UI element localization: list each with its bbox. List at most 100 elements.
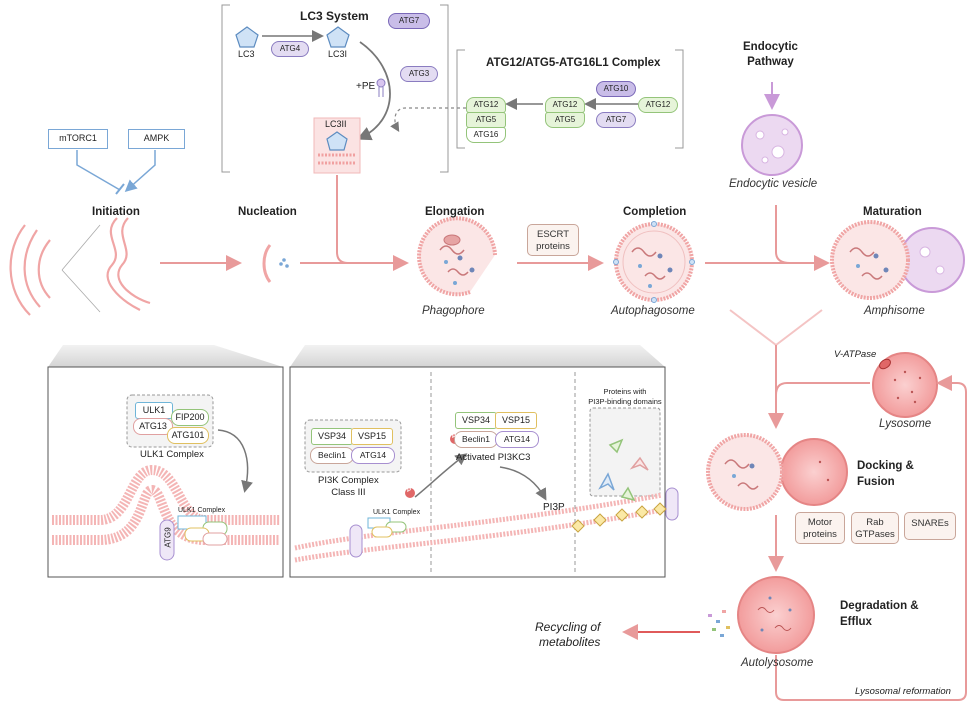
metabolite-particles-icon (708, 610, 730, 637)
phosphate-icon (405, 488, 415, 498)
lc3ii-pentagon-icon (326, 131, 348, 151)
pi3p-lipid-icons (571, 502, 667, 533)
vsp15-subunit: VSP15 (351, 428, 393, 445)
beclin1-subunit: Beclin1 (310, 447, 354, 464)
lc3i-pentagon-icon (326, 26, 350, 48)
rab-gtpases-box: Rab GTPases (851, 512, 899, 544)
v-atpase-label: V-ATPase (834, 349, 877, 360)
ulk1-membrane (52, 464, 280, 525)
beclin1-phosphate-label: P (452, 434, 457, 440)
atg9-icon (159, 519, 175, 561)
initiation-zoom-shade (48, 345, 283, 367)
pi3k-activation-arrow (414, 453, 468, 498)
docking-fusion-icon (706, 433, 848, 511)
atg12-right-pill: ATG12 (638, 97, 678, 113)
amphisome-label: Amphisome (864, 305, 925, 317)
lc3-system-bracket (221, 4, 449, 173)
atg12-complex-title: ATG12/ATG5-ATG16L1 Complex (486, 57, 661, 69)
pi3p-binding-label: Proteins with PI3P-binding domains (588, 387, 662, 406)
autolysosome-label: Autolysosome (741, 657, 814, 669)
pi3k-atg9-icon (349, 524, 363, 558)
lc3i-to-lc3ii-curve (356, 41, 391, 141)
recycling-label: Recycling of metabolites (535, 620, 601, 649)
motor-proteins-box: Motor proteins (795, 512, 845, 544)
atg12-to-lc3-dashed-arrow (390, 107, 466, 133)
atg12-left-pill: ATG12 (466, 97, 506, 113)
lysosome-label: Lysosome (879, 418, 932, 430)
pi3k-ulk1-complex-label: ULK1 Complex (373, 509, 421, 516)
stage-initiation: Initiation (92, 206, 140, 218)
atg16-pill: ATG16 (466, 127, 506, 143)
pi3p-arrow (499, 466, 547, 501)
atg12-complex-bracket (456, 49, 684, 149)
phagophore-icon (417, 216, 497, 297)
ulk1-subunit: ULK1 (135, 402, 173, 419)
amphisome-icon (830, 220, 965, 300)
atg7-atg12-pill: ATG7 (596, 112, 636, 128)
pe-lipid-icon (376, 78, 386, 97)
mtorc1-box: mTORC1 (48, 129, 108, 149)
ulk1-membrane-complex-label: ULK1 Complex (178, 507, 226, 514)
stage-elongation: Elongation (425, 206, 485, 218)
endocytic-to-maturation-arrow (775, 205, 791, 264)
lc3-pentagon-icon (235, 26, 259, 48)
atg101-subunit: ATG101 (167, 427, 209, 444)
activated-vsp34-subunit: VSP34 (455, 412, 497, 429)
phagophore-label: Phagophore (422, 305, 485, 317)
escrt-proteins-box: ESCRT proteins (527, 224, 579, 256)
v-atpase-icon (879, 358, 891, 370)
atg5-mid-pill: ATG5 (545, 112, 585, 128)
lysosome-icon (872, 352, 938, 418)
stage-maturation: Maturation (863, 206, 922, 218)
fip200-subunit: FIP200 (171, 409, 209, 426)
pi3p-binding-protein-icons (598, 438, 649, 502)
lc3-system-title: LC3 System (300, 9, 369, 23)
atg5-left-pill: ATG5 (466, 112, 506, 128)
endocytic-vesicle-icon (741, 114, 803, 176)
lc3ii-down-arrow (336, 175, 349, 264)
stage-degradation: Degradation & Efflux (840, 600, 919, 628)
atg9-label: ATG9 (163, 527, 173, 548)
ampk-box: AMPK (128, 129, 185, 149)
activated-atg14-subunit: ATG14 (495, 431, 539, 448)
activated-beclin1-subunit: Beclin1 (454, 431, 498, 448)
stage-docking: Docking & Fusion (857, 460, 914, 488)
lysosomal-reformation-label: Lysosomal reformation (855, 686, 951, 697)
lysosome-to-docking-arrow (775, 382, 870, 396)
nucleation-zoom-shade (290, 345, 665, 367)
activated-pi3kc3-label: Activated PI3KC3 (456, 452, 531, 463)
atg3-pill: ATG3 (400, 66, 438, 82)
merge-arrow-left (729, 309, 777, 346)
autophagosome-label: Autophagosome (611, 305, 695, 317)
ulk1-membrane-complex-icon (177, 515, 228, 546)
phosphate-label: P (407, 488, 412, 494)
er-membrane-icon (9, 217, 151, 316)
nucleation-membrane-icon (262, 244, 272, 283)
atg7-lc3-pill: ATG7 (388, 13, 430, 29)
merge-arrow-right (775, 309, 823, 346)
atg10-pill: ATG10 (596, 81, 636, 97)
autolysosome-icon (737, 576, 815, 654)
stage-completion: Completion (623, 206, 687, 218)
vsp34-subunit: VSP34 (311, 428, 353, 445)
activated-vsp15-subunit: VSP15 (495, 412, 537, 429)
atg13-subunit: ATG13 (133, 418, 173, 435)
lc3i-label: LC3I (328, 49, 348, 59)
atg12-mid-pill: ATG12 (545, 97, 585, 113)
endocytic-pathway-label: Endocytic Pathway (743, 41, 798, 68)
ampk-activate-arrow (124, 150, 156, 192)
lysosomal-reformation-loop (775, 375, 967, 701)
autophagosome-icon (613, 221, 695, 303)
pe-label: +PE (356, 81, 376, 92)
endocytic-vesicle-label: Endocytic vesicle (729, 178, 818, 190)
mtorc1-inhibit-line (76, 150, 121, 191)
ulk1-curve-arrow (217, 429, 253, 493)
pi3k-complex-label: PI3K Complex Class III (318, 475, 379, 498)
stage-nucleation: Nucleation (238, 206, 297, 218)
lc3ii-label: LC3II (325, 119, 347, 129)
pi3k-atg9-icon-right (665, 487, 679, 521)
pi3k-membrane-top (294, 492, 663, 551)
atg4-pill: ATG4 (271, 41, 309, 57)
pi3p-label: PI3P (543, 502, 565, 513)
